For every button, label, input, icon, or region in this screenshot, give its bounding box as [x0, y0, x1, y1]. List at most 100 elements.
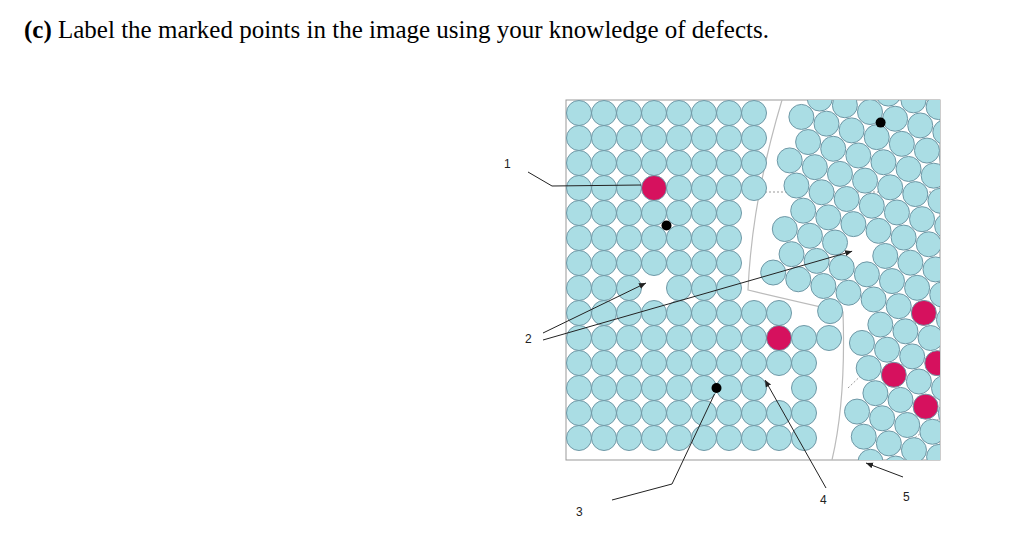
host-atom — [642, 101, 667, 126]
host-atom — [692, 351, 717, 376]
solute-atom — [881, 362, 906, 387]
host-atom — [692, 426, 717, 451]
host-atom — [859, 193, 884, 218]
host-atom — [642, 326, 667, 351]
host-atom — [786, 267, 811, 292]
host-atom — [667, 426, 692, 451]
host-atom — [592, 151, 617, 176]
host-atom — [936, 307, 940, 332]
host-atom — [742, 126, 767, 151]
host-atom — [692, 401, 717, 426]
host-atom — [742, 101, 767, 126]
host-atom — [592, 276, 617, 301]
host-atom — [567, 276, 592, 301]
host-atom — [667, 226, 692, 251]
host-atom — [832, 100, 857, 118]
host-atom — [818, 299, 843, 324]
interstitial-atom — [662, 221, 672, 231]
host-atom — [903, 182, 928, 207]
host-atom — [642, 401, 667, 426]
host-atom — [617, 426, 642, 451]
host-atom — [792, 326, 817, 351]
host-atom — [642, 301, 667, 326]
host-atom — [667, 301, 692, 326]
host-atom — [592, 376, 617, 401]
solute-atom — [925, 351, 940, 376]
host-atom — [642, 126, 667, 151]
host-atom — [642, 376, 667, 401]
host-atom — [854, 262, 879, 287]
host-atom — [617, 401, 642, 426]
host-atom — [692, 201, 717, 226]
host-atom — [791, 198, 816, 223]
host-atom — [592, 301, 617, 326]
host-atom — [823, 230, 848, 255]
host-atom — [930, 282, 940, 307]
host-atom — [856, 356, 881, 381]
host-atom — [777, 148, 802, 173]
host-atom — [642, 226, 667, 251]
host-atom — [918, 326, 940, 351]
host-atom — [717, 351, 742, 376]
host-atom — [717, 401, 742, 426]
host-atom — [849, 330, 874, 355]
host-atom — [792, 426, 817, 451]
host-atom — [898, 250, 923, 275]
host-atom — [567, 401, 592, 426]
host-atom — [617, 226, 642, 251]
callout-number: 1 — [503, 157, 512, 171]
host-atom — [692, 251, 717, 276]
host-atom — [834, 186, 859, 211]
host-atom — [567, 101, 592, 126]
host-atom — [829, 255, 854, 280]
host-atom — [617, 276, 642, 301]
host-atom — [617, 126, 642, 151]
host-atom — [742, 351, 767, 376]
host-atom — [901, 100, 926, 113]
host-atom — [841, 212, 866, 237]
host-atom — [873, 243, 898, 268]
host-atom — [883, 106, 908, 131]
host-atom — [870, 406, 895, 431]
host-atom — [817, 326, 842, 351]
interstitial-atom — [712, 383, 722, 393]
host-atom — [617, 376, 642, 401]
host-atom — [717, 301, 742, 326]
host-atom — [792, 401, 817, 426]
host-atom — [935, 213, 940, 238]
host-atom — [717, 101, 742, 126]
host-atom — [567, 201, 592, 226]
host-atom — [667, 101, 692, 126]
host-atom — [617, 326, 642, 351]
host-atom — [807, 100, 832, 111]
solute-atom — [911, 300, 936, 325]
host-atom — [567, 376, 592, 401]
host-atom — [717, 426, 742, 451]
host-atom — [906, 369, 931, 394]
host-atom — [667, 401, 692, 426]
host-atom — [888, 387, 913, 412]
substitutional-atom — [767, 326, 792, 351]
host-atom — [779, 242, 804, 267]
host-atom — [592, 351, 617, 376]
host-atom — [667, 251, 692, 276]
host-atom — [896, 156, 921, 181]
leader-line — [543, 251, 852, 340]
host-atom — [667, 151, 692, 176]
host-atom — [667, 126, 692, 151]
host-atom — [938, 401, 940, 426]
host-atom — [742, 326, 767, 351]
callout-number: 2 — [524, 332, 533, 346]
host-atom — [642, 251, 667, 276]
host-atom — [940, 145, 941, 170]
host-atom — [567, 176, 592, 201]
host-atom — [692, 151, 717, 176]
host-atom — [617, 151, 642, 176]
host-atom — [692, 176, 717, 201]
host-atom — [692, 126, 717, 151]
host-atom — [868, 312, 893, 337]
host-atom — [876, 100, 901, 106]
host-atom — [827, 161, 852, 186]
host-atom — [879, 269, 904, 294]
